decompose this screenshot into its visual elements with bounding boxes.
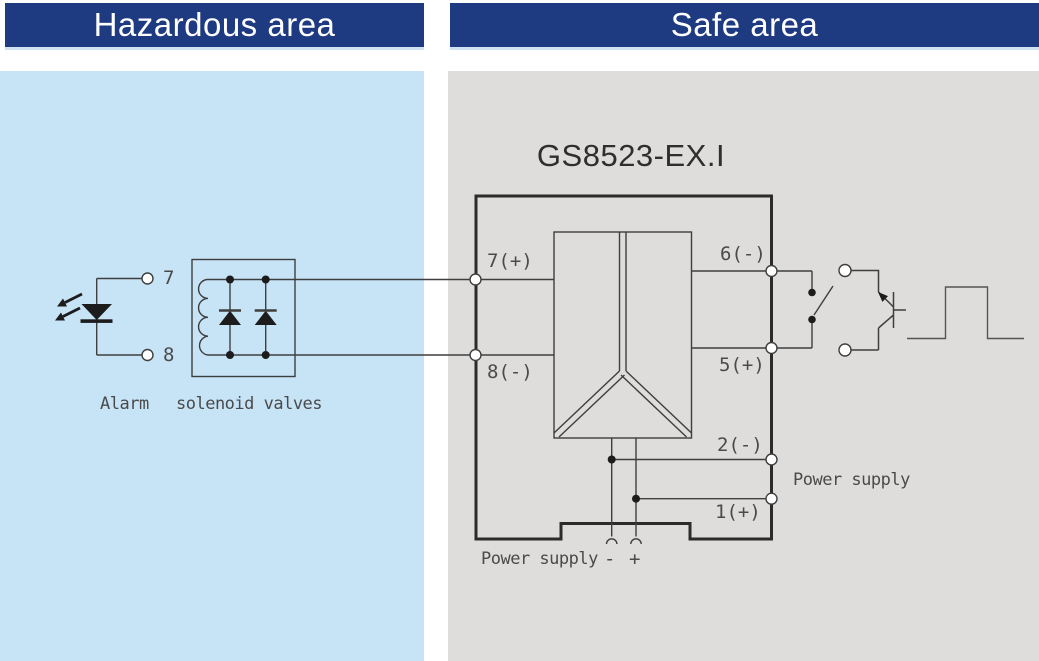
terminal-2-minus-circle bbox=[765, 453, 778, 466]
field-terminal-8-circle bbox=[141, 348, 154, 362]
terminal-1-plus-circle bbox=[765, 492, 778, 505]
safe-area-panel bbox=[448, 71, 1039, 661]
safe-area-header-label: Safe area bbox=[670, 6, 819, 43]
terminal-7-plus-circle bbox=[469, 273, 482, 286]
terminal-7-plus-label: 7(+) bbox=[487, 250, 533, 272]
junction-dots bbox=[607, 455, 640, 503]
field-terminal-7-circle bbox=[141, 272, 154, 285]
hazardous-area-header: Hazardous area bbox=[5, 3, 424, 47]
output-terminals bbox=[691, 264, 834, 355]
alarm-led-branch bbox=[55, 272, 154, 362]
terminal-5-plus-label: 5(+) bbox=[719, 354, 765, 376]
terminal-2-minus-label: 2(-) bbox=[717, 434, 763, 456]
header-underline-left bbox=[5, 47, 424, 50]
solenoid-valves-label: solenoid valves bbox=[176, 394, 323, 414]
pulse-wave-icon bbox=[907, 286, 1024, 340]
input-terminals bbox=[469, 273, 554, 362]
light-emission-arrows-icon bbox=[55, 292, 83, 321]
device-outline bbox=[474, 194, 773, 541]
terminal-6-minus-circle bbox=[765, 264, 778, 278]
solenoid-valve-box bbox=[191, 258, 470, 378]
power-supply-bottom-label: Power supply bbox=[481, 549, 598, 569]
load-terminal-bottom-circle bbox=[838, 343, 852, 357]
power-terminal-arcs bbox=[605, 538, 642, 545]
terminal-6-minus-label: 6(-) bbox=[720, 243, 766, 265]
flyback-diode-icon bbox=[219, 279, 277, 355]
switch-contact-icon bbox=[808, 285, 834, 324]
safe-area-header: Safe area bbox=[450, 3, 1039, 47]
device-title: GS8523-EX.I bbox=[536, 138, 726, 173]
power-plus-label: + bbox=[629, 548, 641, 570]
isolation-barrier-icon bbox=[553, 231, 693, 439]
junction-dots bbox=[226, 275, 270, 359]
power-minus-label: - bbox=[604, 548, 616, 570]
alarm-label: Alarm bbox=[100, 394, 149, 414]
field-terminal-7-label: 7 bbox=[163, 267, 175, 289]
load-terminal-top-circle bbox=[838, 263, 852, 278]
field-terminal-8-label: 8 bbox=[163, 344, 175, 366]
terminal-8-minus-label: 8(-) bbox=[487, 361, 533, 383]
solenoid-coil-icon bbox=[197, 278, 209, 356]
power-supply-right-label: Power supply bbox=[793, 470, 910, 490]
led-icon bbox=[80, 304, 113, 323]
power-section bbox=[605, 438, 778, 545]
header-underline-right bbox=[450, 47, 1039, 50]
hazardous-area-panel bbox=[0, 71, 424, 661]
load-branch bbox=[838, 263, 1024, 357]
transistor-icon bbox=[851, 269, 906, 351]
hazardous-area-header-label: Hazardous area bbox=[93, 6, 336, 43]
terminal-5-plus-circle bbox=[765, 341, 778, 355]
terminal-1-plus-label: 1(+) bbox=[715, 501, 761, 523]
terminal-8-minus-circle bbox=[469, 348, 482, 362]
